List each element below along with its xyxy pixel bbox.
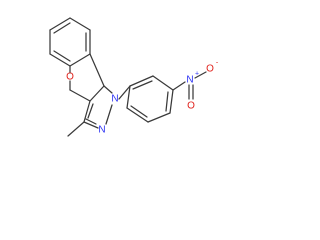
nitrogen-atom-label: N — [98, 125, 105, 136]
bond — [89, 53, 105, 87]
benzene-ring — [49, 17, 91, 67]
nitrogen-atom-label: N — [111, 94, 118, 105]
bond — [69, 89, 91, 102]
oxygen-atom-label: O — [187, 101, 195, 112]
bond — [126, 107, 149, 123]
pyran-ring — [69, 53, 105, 102]
nitrophenyl-ring — [118, 75, 174, 123]
bond — [89, 85, 105, 102]
double-bond-inner — [130, 105, 148, 118]
pyrazole-ring — [83, 85, 113, 129]
atom-labels: O N N N + O - O — [66, 60, 219, 136]
bond — [147, 112, 171, 123]
chemical-structure-diagram: O N N N + O - O — [49, 17, 219, 137]
positive-charge: + — [195, 71, 199, 78]
bond — [103, 85, 113, 94]
methyl-bond — [67, 121, 85, 137]
bond — [169, 89, 174, 114]
bond — [69, 53, 91, 67]
bond — [105, 104, 113, 125]
bond — [152, 75, 174, 91]
bond — [194, 71, 207, 79]
bond — [172, 81, 186, 91]
bond — [118, 85, 131, 100]
oxygen-atom-label: O — [66, 72, 74, 83]
double-bond-inner — [165, 91, 169, 112]
double-bond-inner — [53, 50, 71, 62]
double-bond-inner — [132, 80, 153, 90]
negative-charge: - — [216, 60, 219, 67]
nitrogen-atom-label: N — [186, 75, 193, 86]
double-bond-inner — [85, 118, 97, 125]
bond — [69, 17, 91, 31]
bond — [129, 75, 154, 87]
double-bond-inner — [87, 103, 94, 119]
double-bond-inner — [53, 22, 71, 34]
bond — [126, 85, 131, 109]
oxygen-atom-label: O — [206, 64, 214, 75]
bond — [49, 17, 71, 31]
nitro-group — [172, 71, 207, 100]
bond — [49, 53, 71, 67]
bond — [83, 121, 99, 129]
bond — [83, 100, 91, 123]
